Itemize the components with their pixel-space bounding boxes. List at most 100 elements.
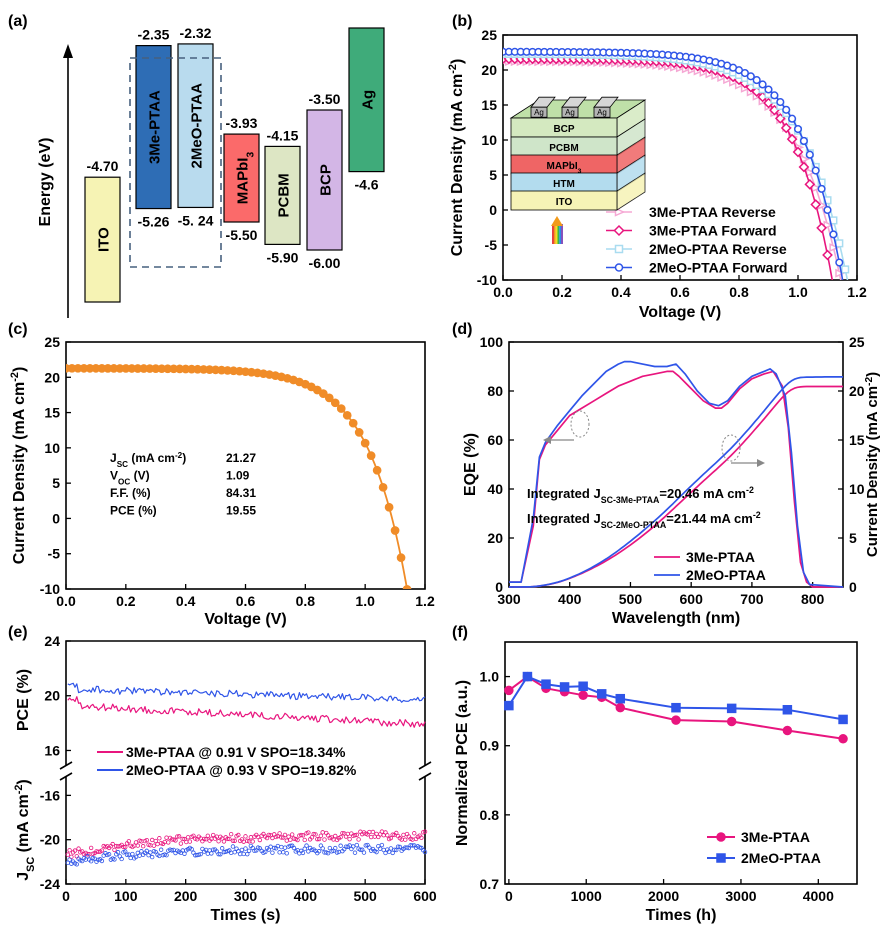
jsc-marker bbox=[282, 845, 288, 850]
y-tick-label: 20 bbox=[44, 369, 60, 385]
y-tick-label: 1.0 bbox=[480, 669, 500, 685]
jsc-marker bbox=[178, 841, 184, 846]
jsc-marker bbox=[234, 846, 239, 851]
energy-top-value: -3.93 bbox=[226, 115, 258, 131]
y-axis-title-top: PCE (%) bbox=[15, 669, 32, 731]
y-axis-title: Normalized PCE (a.u.) bbox=[454, 680, 471, 846]
parameter-value: 19.55 bbox=[226, 504, 256, 518]
label-part: MAPbI bbox=[547, 161, 578, 172]
legend-marker bbox=[716, 832, 726, 842]
indicator-arrow-head bbox=[757, 459, 765, 467]
y-tick-label: 25 bbox=[481, 27, 497, 43]
energy-top-value: -4.15 bbox=[267, 127, 299, 143]
label-part: Current Density (mA cm bbox=[11, 382, 28, 565]
jsc-marker bbox=[311, 831, 316, 837]
legend-label: 2MeO-PTAA bbox=[686, 567, 766, 583]
y-tick-label: 10 bbox=[481, 132, 497, 148]
panel-label: (a) bbox=[8, 13, 28, 30]
jsc-marker bbox=[85, 854, 90, 859]
label-part: ) bbox=[15, 779, 32, 784]
jsc-marker bbox=[219, 846, 225, 851]
label-part: PCE (%) bbox=[110, 504, 157, 518]
device-layer-label: MAPbI3 bbox=[547, 161, 582, 175]
y-tick-label: 24 bbox=[44, 633, 60, 649]
stability-marker bbox=[596, 689, 607, 699]
jsc-marker bbox=[169, 848, 175, 853]
jsc-marker bbox=[237, 851, 243, 857]
energy-level-name: ITO bbox=[96, 227, 113, 252]
y-tick-label-right: 25 bbox=[849, 334, 865, 350]
y-tick-label-right: 10 bbox=[849, 481, 865, 497]
device-layer-label: PCBM bbox=[549, 143, 578, 154]
jsc-marker bbox=[401, 832, 406, 838]
device-layer bbox=[510, 190, 618, 211]
x-tick-label: 400 bbox=[558, 591, 582, 607]
jsc-marker bbox=[140, 844, 146, 849]
x-tick-label: 500 bbox=[619, 591, 643, 607]
y-tick-label: 80 bbox=[487, 383, 503, 399]
jv-marker bbox=[805, 150, 814, 159]
legend-marker bbox=[614, 244, 624, 254]
jsc-marker bbox=[390, 850, 395, 856]
y-tick-label: 100 bbox=[480, 334, 504, 350]
legend-marker bbox=[716, 853, 726, 863]
energy-bottom-value: -5. 24 bbox=[178, 212, 214, 228]
jsc-marker bbox=[175, 834, 180, 839]
jsc-marker bbox=[158, 847, 164, 852]
jv-marker bbox=[402, 584, 412, 589]
legend-label: 3Me-PTAA Reverse bbox=[649, 204, 776, 220]
jv-marker bbox=[792, 146, 804, 158]
jsc-marker bbox=[203, 836, 209, 842]
x-tick-label: 4000 bbox=[803, 888, 834, 904]
label-part: 3 bbox=[245, 152, 256, 158]
jsc-marker bbox=[284, 838, 289, 843]
label-part: (mA cm bbox=[15, 794, 32, 857]
jsc-marker bbox=[112, 857, 117, 862]
label-part: F.F. (%) bbox=[110, 486, 151, 500]
pce-trace bbox=[67, 696, 426, 728]
jsc-marker bbox=[74, 862, 79, 867]
jsc-marker bbox=[65, 852, 70, 857]
indicator-arrow-head bbox=[543, 436, 551, 444]
stability-marker bbox=[838, 714, 848, 725]
stability-marker bbox=[504, 685, 514, 696]
jsc-marker bbox=[148, 850, 153, 855]
jsc-marker bbox=[230, 838, 236, 843]
ag-electrode bbox=[593, 106, 611, 118]
jsc-marker bbox=[338, 834, 343, 840]
jsc-marker bbox=[295, 837, 300, 843]
x-tick-label: 0 bbox=[505, 888, 513, 904]
jv-marker bbox=[348, 418, 358, 428]
jsc-marker bbox=[123, 849, 128, 854]
jsc-marker bbox=[164, 835, 169, 840]
jsc-marker bbox=[230, 844, 236, 849]
jv-marker bbox=[823, 205, 832, 215]
energy-bottom-value: -6.00 bbox=[309, 255, 341, 271]
jv-marker bbox=[758, 80, 767, 89]
label-part: SC-2MeO-PTAA bbox=[601, 520, 667, 530]
jsc-marker bbox=[277, 850, 282, 855]
jv-marker bbox=[776, 97, 785, 107]
jsc-marker bbox=[246, 848, 252, 853]
jsc-marker bbox=[368, 834, 374, 840]
jsc-marker bbox=[419, 835, 424, 840]
energy-level-bar bbox=[84, 176, 121, 303]
legend-marker bbox=[613, 224, 625, 237]
jsc-marker bbox=[239, 847, 245, 853]
jsc-marker bbox=[106, 852, 112, 857]
jsc-marker bbox=[306, 830, 311, 835]
y-axis-title-bottom: JSC (mA cm-2) bbox=[13, 779, 37, 881]
jsc-marker bbox=[277, 831, 282, 836]
jsc-marker bbox=[157, 836, 162, 841]
y-tick-label: 0.8 bbox=[480, 807, 500, 823]
jsc-marker bbox=[67, 857, 72, 862]
stability-marker bbox=[726, 703, 737, 714]
jsc-marker bbox=[257, 837, 263, 843]
legend-label: 2MeO-PTAA Reverse bbox=[649, 241, 787, 257]
x-tick-label: 500 bbox=[353, 888, 377, 904]
y-tick-label: 0.9 bbox=[480, 738, 500, 754]
